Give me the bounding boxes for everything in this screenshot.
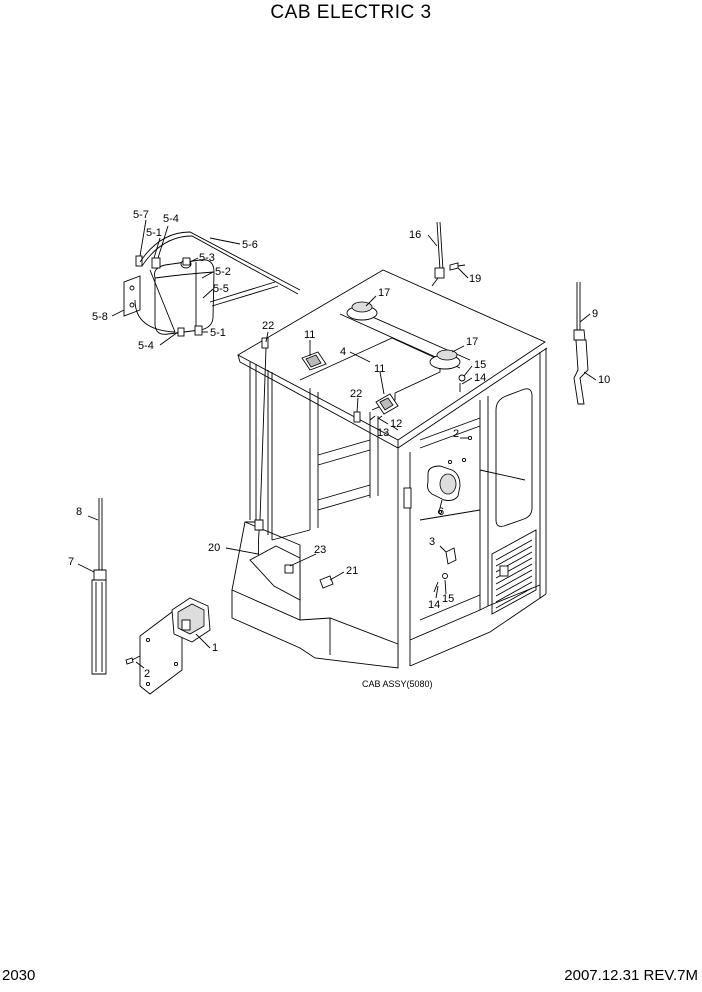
callout-2-b: 2 — [144, 668, 150, 680]
callout-10: 10 — [598, 374, 610, 386]
callout-14-b: 14 — [428, 599, 440, 611]
callout-11: 11 — [304, 329, 315, 341]
cab-frame — [231, 269, 548, 669]
callout-5-5: 5-5 — [213, 283, 229, 295]
door-side-parts — [403, 435, 473, 593]
callout-23: 23 — [314, 544, 326, 556]
callout-5-4-b: 5-4 — [138, 340, 154, 352]
callout-5-3: 5-3 — [199, 252, 215, 264]
callout-5-4: 5-4 — [163, 213, 179, 225]
callout-13: 13 — [377, 427, 389, 439]
callout-20: 20 — [208, 542, 220, 554]
callout-17: 17 — [378, 287, 390, 299]
callout-14: 14 — [474, 372, 486, 384]
callout-3: 3 — [429, 536, 435, 548]
callout-12: 12 — [390, 418, 402, 430]
callout-7: 7 — [68, 556, 74, 568]
callout-15-b: 15 — [442, 593, 454, 605]
callout-5-1: 5-1 — [146, 227, 162, 239]
callout-19: 19 — [469, 273, 481, 285]
callout-4: 4 — [340, 346, 346, 358]
roof-components — [261, 301, 466, 423]
wiper-motor — [125, 597, 211, 695]
leader-lines — [77, 219, 597, 669]
callout-6: 6 — [438, 506, 444, 518]
callout-11-b: 11 — [374, 363, 385, 375]
callout-17-b: 17 — [466, 336, 478, 348]
callout-2: 2 — [453, 428, 459, 440]
callout-22-b: 22 — [350, 388, 362, 400]
revision-date: 2007.12.31 REV.7M — [564, 967, 698, 984]
assembly-caption: CAB ASSY(5080) — [362, 679, 433, 689]
callout-5-8: 5-8 — [92, 311, 108, 323]
callout-5-7: 5-7 — [133, 209, 149, 221]
page-number: 2030 — [2, 967, 36, 984]
cable-harness — [249, 347, 334, 601]
antenna — [431, 221, 466, 287]
callout-5-2: 5-2 — [215, 266, 231, 278]
callout-16: 16 — [409, 229, 421, 241]
wiper-right — [573, 282, 589, 405]
callout-1: 1 — [212, 642, 218, 654]
callout-9: 9 — [592, 308, 598, 320]
callout-22: 22 — [262, 320, 274, 332]
washer-tank-assembly — [123, 231, 301, 337]
callout-15: 15 — [474, 359, 486, 371]
wiper-left — [91, 498, 107, 675]
callout-8: 8 — [76, 506, 82, 518]
callouts: 5-7 5-4 5-1 5-6 5-3 5-2 5-5 5-8 5-1 5-4 … — [68, 209, 610, 689]
page-title: CAB ELECTRIC 3 — [270, 2, 432, 23]
callout-5-6: 5-6 — [242, 239, 258, 251]
callout-5-1-b: 5-1 — [210, 327, 226, 339]
callout-21: 21 — [346, 565, 358, 577]
